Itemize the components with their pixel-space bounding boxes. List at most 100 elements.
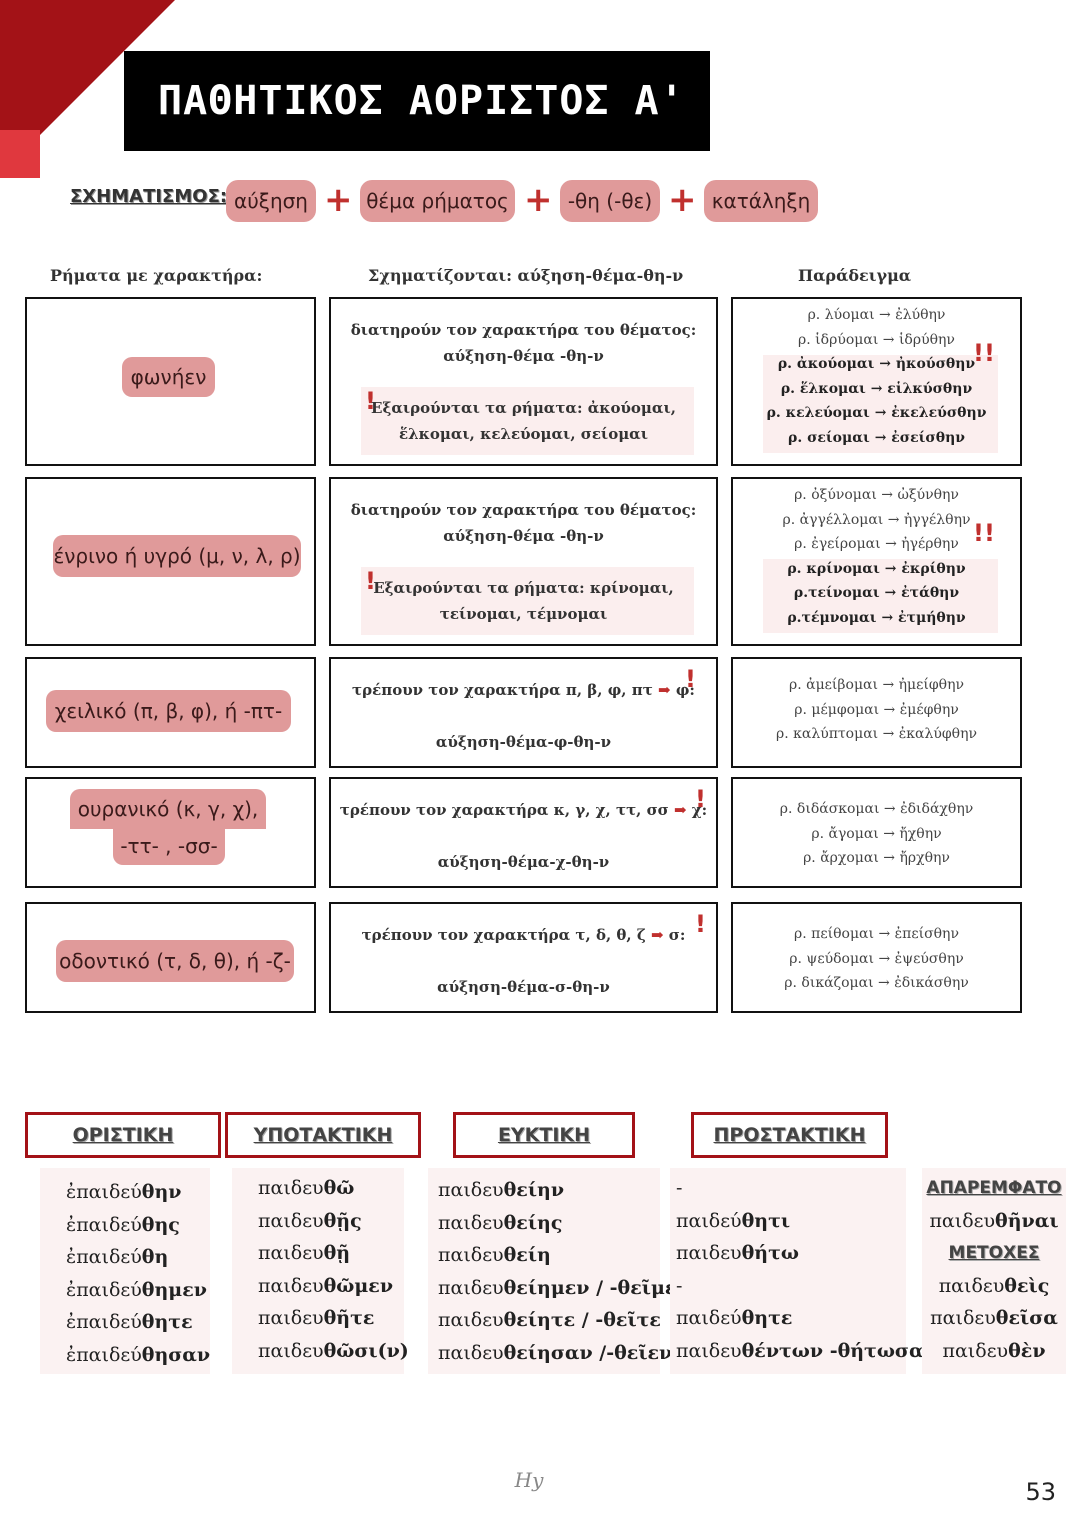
form-line: ἐπαιδεύθη [66,1246,169,1269]
form-line: παιδευθῶ [258,1177,355,1199]
mood-header-optative: ΕΥΚΤΙΚΗ [453,1112,635,1158]
form-line: - [676,1274,683,1297]
row-nasal-type: ένρινο ή υγρό (μ, ν, λ, ρ) [25,477,316,646]
row-nasal-rule: διατηρούν τον χαρακτήρα του θέματος: αύξ… [329,477,718,646]
exclamation-icon: ! [365,387,376,415]
row-labial-examples: ρ. ἀμείβομαι → ἠμείφθην ρ. μέμφομαι → ἐμ… [731,657,1022,768]
column-header-character: Ρήματα με χαρακτήρα: [50,266,263,285]
infinitive-label: ΑΠΑΡΕΜΦΑΤΟ [926,1178,1062,1198]
example-line: ρ. ὀξύνομαι → ὠξύνθην [794,487,959,503]
row-palatal-rule: τρέπουν τον χαρακτήρα κ, γ, χ, ττ, σσ ➡ … [329,777,718,888]
exception-shade [763,355,998,453]
form-line: παιδευθείησαν /-θεῖεν [438,1341,673,1364]
form-line: παιδεύθητε [676,1307,793,1330]
rule-formula: αύξηση-θέμα-φ-θη-ν [435,733,612,751]
corner-accent [0,130,40,178]
row-dental-type: οδοντικό (τ, δ, θ), ή -ζ- [25,902,316,1013]
participles-label: ΜΕΤΟΧΕΣ [948,1243,1040,1264]
page-title: ΠΑΘΗΤΙΚΟΣ ΑΟΡΙΣΤΟΣ Α' [124,51,710,151]
type-pill: χειλικό (π, β, φ), ή -πτ- [46,690,291,732]
plus-sign: + [668,180,697,220]
form-line: παιδευθῇς [258,1209,362,1232]
example-line: ρ. πείθομαι → ἐπείσθην [794,926,959,942]
example-line: ρ. ψεύδομαι → ἐψεύσθην [789,950,964,967]
form-line: παιδευθῆναι [929,1209,1059,1232]
form-line: ἐπαιδεύθητε [66,1311,193,1334]
example-line: ρ. ἄρχομαι → ἤρχθην [803,850,950,866]
rule-line: τρέπουν τον χαρακτήρα τ, δ, θ, ζ ➡ σ: [361,926,686,944]
rule-formula: αύξηση-θέμα -θη-ν [443,347,604,365]
form-line: παιδευθῶμεν [258,1274,394,1297]
formation-part-augment: αύξηση [226,180,316,222]
indicative-forms: ἐπαιδεύθην ἐπαιδεύθης ἐπαιδεύθη ἐπαιδεύθ… [40,1168,210,1374]
form-line: παιδευθήτω [676,1242,799,1265]
type-pill: ουρανικό (κ, γ, χ), [70,789,266,829]
form-line: παιδευθείημεν / -θεῖμεν [438,1276,690,1299]
rule-line: τρέπουν τον χαρακτήρα π, β, φ, πτ ➡ φ: [352,681,695,699]
exception-shade [763,559,998,633]
form-line: παιδευθεῖσα [930,1307,1058,1330]
form-line: παιδεύθητι [676,1209,791,1232]
example-line: ρ. κρίνομαι → ἐκρίθην [787,560,966,577]
exclamation-icon: ! [695,910,706,938]
form-line: - [676,1177,683,1199]
form-line: παιδευθείην [438,1179,565,1201]
example-line: ρ.τείνομαι → ἐτάθην [793,585,960,601]
row-palatal-examples: ρ. διδάσκομαι → ἐδιδάχθην ρ. ἄγομαι → ἤχ… [731,777,1022,888]
type-pill: φωνήεν [122,357,215,397]
formation-part-ending: κατάληξη [704,180,818,222]
column-header-formation: Σχηματίζονται: αύξηση-θέμα-θη-ν [368,266,684,285]
example-line: ρ. ἀκούομαι → ἠκούσθην [777,356,976,372]
infinitive-participle-forms: ΑΠΑΡΕΜΦΑΤΟ παιδευθῆναι ΜΕΤΟΧΕΣ παιδευθεὶ… [922,1168,1066,1374]
exception-shade [361,387,694,455]
signature-logo: Hy [514,1468,544,1492]
mood-header-subjunctive: ΥΠΟΤΑΚΤΙΚΗ [225,1112,421,1158]
rule-formula: αύξηση-θέμα-σ-θη-ν [437,978,610,996]
exclamation-icon: ! [695,785,706,813]
mood-header-indicative: ΟΡΙΣΤΙΚΗ [25,1112,221,1158]
double-exclamation-icon: !! [973,519,995,547]
exclamation-icon: ! [365,567,376,595]
example-line: ρ. διδάσκομαι → ἐδιδάχθην [779,801,974,817]
form-line: παιδευθείης [438,1211,563,1234]
form-line: παιδευθείητε / -θεῖτε [438,1309,661,1332]
form-line: παιδευθὲν [942,1339,1046,1362]
row-labial-type: χειλικό (π, β, φ), ή -πτ- [25,657,316,768]
row-vowel-rule: διατηρούν τον χαρακτήρα του θέματος: αύξ… [329,297,718,466]
example-line: ρ. ἀγγέλλομαι → ἠγγέλθην [782,511,971,528]
exception-line: τείνομαι, τέμνομαι [439,605,608,623]
exclamation-icon: ! [685,665,696,693]
example-line: ρ. καλύπτομαι → ἐκαλύφθην [776,726,977,742]
form-line: ἐπαιδεύθησαν [66,1343,211,1366]
row-vowel-type: φωνήεν [25,297,316,466]
plus-sign: + [324,180,353,220]
form-line: παιδευθέντων -θήτωσαν [676,1339,937,1362]
row-labial-rule: τρέπουν τον χαρακτήρα π, β, φ, πτ ➡ φ: !… [329,657,718,768]
column-header-example: Παράδειγμα [798,266,912,285]
example-line: ρ. ἄγομαι → ἤχθην [811,825,942,842]
example-line: ρ. δικάζομαι → ἐδικάσθην [784,975,969,991]
formation-part-stem: θέμα ρήματος [360,180,515,222]
example-line: ρ.τέμνομαι → ἐτμήθην [787,609,966,626]
double-exclamation-icon: !! [973,339,995,367]
form-line: ἐπαιδεύθης [66,1213,180,1236]
mood-header-imperative: ΠΡΟΣΤΑΚΤΙΚΗ [691,1112,888,1158]
optative-forms: παιδευθείην παιδευθείης παιδευθείη παιδε… [428,1168,690,1374]
example-line: ρ. ἕλκομαι → εἱλκύσθην [780,380,973,397]
row-vowel-examples: !! ρ. λύομαι → ἐλύθην ρ. ἱδρύομαι → ἱδρύ… [731,297,1022,466]
example-line: ρ. ἀμείβομαι → ἠμείφθην [789,677,964,693]
imperative-forms: - παιδεύθητι παιδευθήτω - παιδεύθητε παι… [670,1168,937,1374]
example-line: ρ. ἱδρύομαι → ἱδρύθην [798,331,955,348]
row-dental-examples: ρ. πείθομαι → ἐπείσθην ρ. ψεύδομαι → ἐψε… [731,902,1022,1013]
form-line: παιδευθῆτε [258,1307,375,1330]
row-nasal-examples: !! ρ. ὀξύνομαι → ὠξύνθην ρ. ἀγγέλλομαι →… [731,477,1022,646]
plus-sign: + [524,180,553,220]
exception-line: ἕλκομαι, κελεύομαι, σείομαι [399,425,648,443]
page-number: 53 [1025,1478,1056,1506]
example-line: ρ. κελεύομαι → ἐκελεύσθην [766,405,987,421]
subjunctive-forms: παιδευθῶ παιδευθῇς παιδευθῇ παιδευθῶμεν … [232,1168,409,1374]
formation-part-suffix: -θη (-θε) [560,180,660,222]
rule-formula: αύξηση-θέμα -θη-ν [443,527,604,545]
example-line: ρ. σείομαι → ἐσείσθην [788,429,965,446]
type-pill: οδοντικό (τ, δ, θ), ή -ζ- [56,940,294,982]
